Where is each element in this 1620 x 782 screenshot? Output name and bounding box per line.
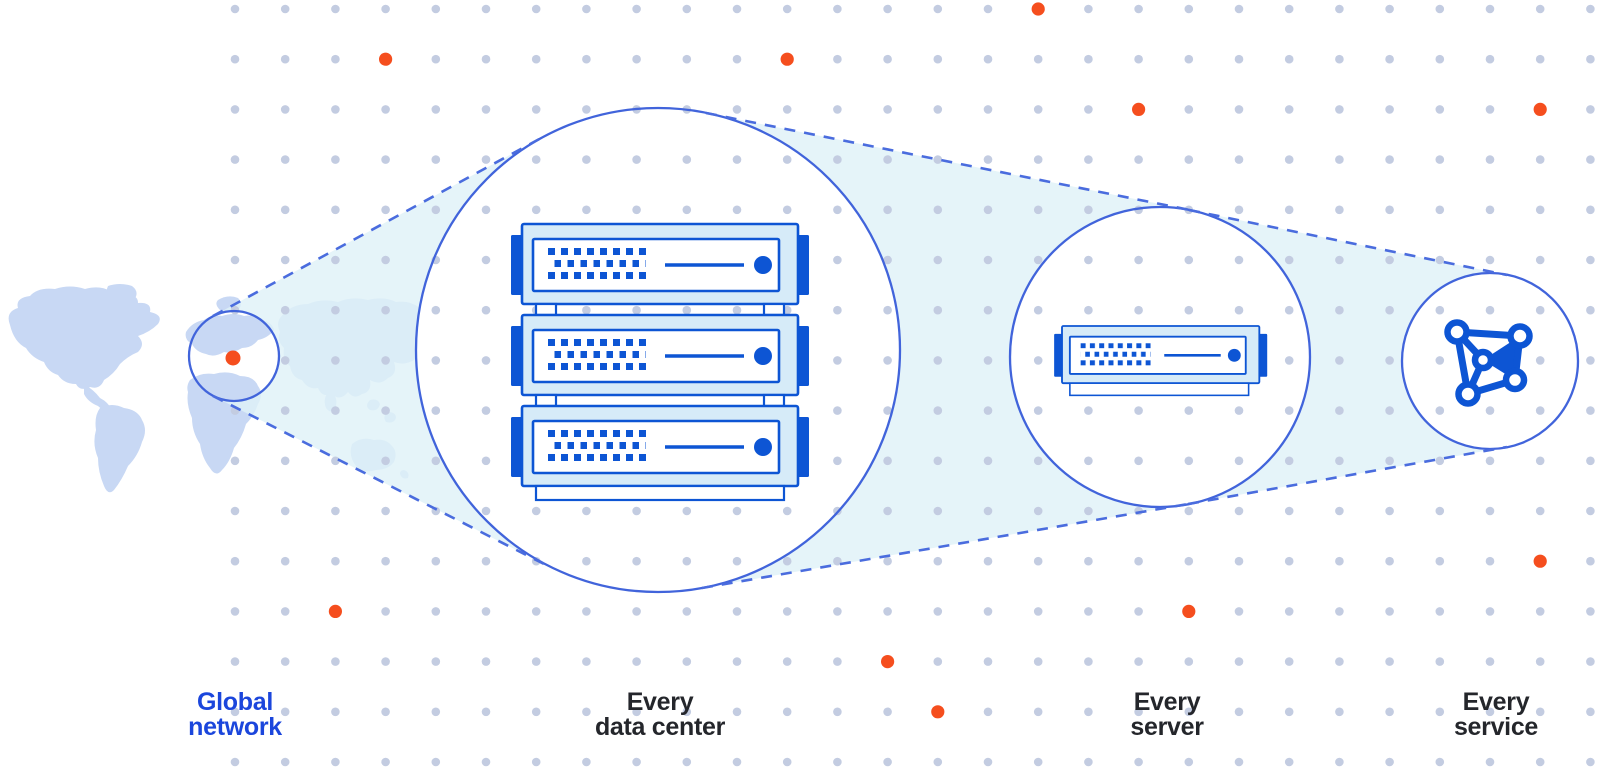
globe-highlight-circle [187,309,281,403]
caption-line-2: service [1453,713,1539,741]
caption-line-2: network [188,713,282,741]
accent-dot [931,705,945,719]
server-unit [509,313,811,397]
network-location-dot [225,350,241,366]
server-base [1069,382,1250,397]
accent-dot [780,52,794,66]
accent-dot [1132,102,1146,116]
accent-dots [328,2,1547,719]
rack-base [534,484,786,502]
accent-dot [1533,554,1547,568]
caption-line-2: server [1130,713,1204,741]
server-unit [1052,324,1269,385]
caption-line-1: Every [1462,688,1530,716]
single-server [1052,324,1269,397]
accent-dot [1031,2,1045,16]
caption-global-network: Global network [188,690,282,740]
zoom-circle-outlines [187,106,1580,594]
server-rack [509,222,811,502]
accent-dot [328,604,342,619]
caption-every-server: Every server [1130,688,1204,741]
caption-line-1: Every [1133,688,1201,716]
caption-every-service: Every service [1454,690,1538,740]
caption-line-2: data center [594,713,726,741]
caption-line-1: Global [197,688,273,716]
server-unit [509,404,811,488]
server-unit [509,222,811,306]
network-mesh-icon [1444,319,1533,407]
accent-dot [1182,604,1196,619]
zoom-dashed-lines [212,111,1508,590]
accent-dot [881,655,895,669]
accent-dot [379,52,393,66]
caption-every-data-center: Every data center [595,690,725,740]
caption-line-1: Every [626,688,694,716]
accent-dot [1533,102,1547,116]
